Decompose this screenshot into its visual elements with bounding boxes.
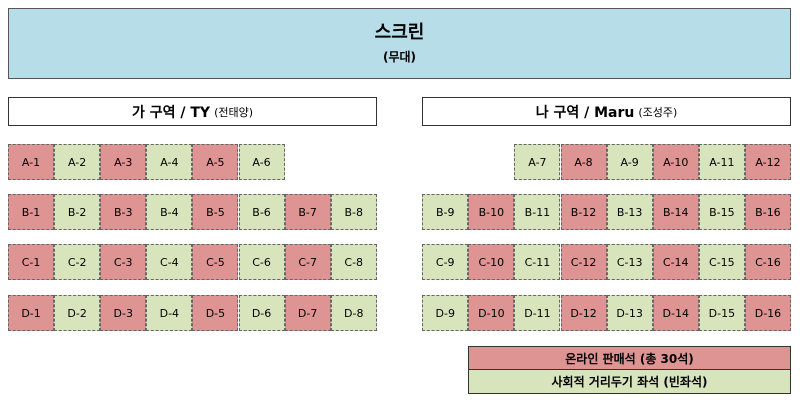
seat-c-12: C-12 bbox=[560, 244, 607, 280]
seat-c-11: C-11 bbox=[514, 244, 561, 280]
seat-c-7: C-7 bbox=[284, 244, 331, 280]
seat-a-4: A-4 bbox=[146, 144, 193, 180]
seat-b-6: B-6 bbox=[238, 194, 285, 230]
seat-b-2: B-2 bbox=[54, 194, 101, 230]
seat-c-5: C-5 bbox=[192, 244, 239, 280]
seat-c-6: C-6 bbox=[238, 244, 285, 280]
seat-a-3: A-3 bbox=[100, 144, 147, 180]
screen-subtitle: (무대) bbox=[382, 50, 417, 64]
seat-a-1: A-1 bbox=[8, 144, 55, 180]
seat-d-3: D-3 bbox=[100, 295, 147, 331]
seat-d-2: D-2 bbox=[54, 295, 101, 331]
seat-d-11: D-11 bbox=[514, 295, 561, 331]
zone-header-right: 나 구역 / Maru (조성주) bbox=[422, 97, 791, 126]
zone-left-name: 가 구역 / TY bbox=[131, 104, 211, 121]
seat-a-12: A-12 bbox=[744, 144, 791, 180]
screen-title: 스크린 bbox=[374, 22, 425, 43]
seat-d-5: D-5 bbox=[192, 295, 239, 331]
zone-right-name: 나 구역 / Maru bbox=[535, 104, 635, 121]
zone-right-sub: (조성주) bbox=[638, 105, 678, 119]
seat-b-15: B-15 bbox=[698, 194, 745, 230]
seat-d-8: D-8 bbox=[330, 295, 377, 331]
seat-d-16: D-16 bbox=[744, 295, 791, 331]
seat-c-10: C-10 bbox=[468, 244, 515, 280]
seat-b-5: B-5 bbox=[192, 194, 239, 230]
seat-a-9: A-9 bbox=[606, 144, 653, 180]
seat-c-4: C-4 bbox=[146, 244, 193, 280]
seat-b-4: B-4 bbox=[146, 194, 193, 230]
seat-d-9: D-9 bbox=[422, 295, 469, 331]
seat-a-7: A-7 bbox=[514, 144, 561, 180]
seat-b-16: B-16 bbox=[744, 194, 791, 230]
seat-a-5: A-5 bbox=[192, 144, 239, 180]
seat-b-1: B-1 bbox=[8, 194, 55, 230]
seat-a-11: A-11 bbox=[698, 144, 745, 180]
seat-c-14: C-14 bbox=[652, 244, 699, 280]
legend-online-label: 온라인 판매석 (총 30석) bbox=[565, 351, 694, 366]
seat-c-15: C-15 bbox=[698, 244, 745, 280]
seat-b-12: B-12 bbox=[560, 194, 607, 230]
seat-b-14: B-14 bbox=[652, 194, 699, 230]
seat-d-6: D-6 bbox=[238, 295, 285, 331]
seat-d-1: D-1 bbox=[8, 295, 55, 331]
seat-d-13: D-13 bbox=[606, 295, 653, 331]
zone-left-sub: (전태양) bbox=[214, 105, 254, 119]
seat-c-16: C-16 bbox=[744, 244, 791, 280]
legend-distancing: 사회적 거리두기 좌석 (빈좌석) bbox=[468, 370, 791, 394]
seat-c-1: C-1 bbox=[8, 244, 55, 280]
seat-a-8: A-8 bbox=[560, 144, 607, 180]
seat-b-7: B-7 bbox=[284, 194, 331, 230]
seat-b-10: B-10 bbox=[468, 194, 515, 230]
seat-d-12: D-12 bbox=[560, 295, 607, 331]
seat-d-15: D-15 bbox=[698, 295, 745, 331]
seat-a-10: A-10 bbox=[652, 144, 699, 180]
legend-online: 온라인 판매석 (총 30석) bbox=[468, 346, 791, 370]
screen-stage: 스크린 (무대) bbox=[8, 8, 791, 79]
seat-b-9: B-9 bbox=[422, 194, 469, 230]
seat-d-7: D-7 bbox=[284, 295, 331, 331]
seat-b-3: B-3 bbox=[100, 194, 147, 230]
seat-b-11: B-11 bbox=[514, 194, 561, 230]
seat-c-2: C-2 bbox=[54, 244, 101, 280]
seat-c-8: C-8 bbox=[330, 244, 377, 280]
seat-d-10: D-10 bbox=[468, 295, 515, 331]
seat-a-2: A-2 bbox=[54, 144, 101, 180]
zone-header-left: 가 구역 / TY (전태양) bbox=[8, 97, 377, 126]
seat-c-3: C-3 bbox=[100, 244, 147, 280]
seat-d-14: D-14 bbox=[652, 295, 699, 331]
legend-distancing-label: 사회적 거리두기 좌석 (빈좌석) bbox=[551, 375, 708, 389]
seat-b-13: B-13 bbox=[606, 194, 653, 230]
seat-c-9: C-9 bbox=[422, 244, 469, 280]
seat-b-8: B-8 bbox=[330, 194, 377, 230]
seat-a-6: A-6 bbox=[238, 144, 285, 180]
seat-c-13: C-13 bbox=[606, 244, 653, 280]
seat-d-4: D-4 bbox=[146, 295, 193, 331]
